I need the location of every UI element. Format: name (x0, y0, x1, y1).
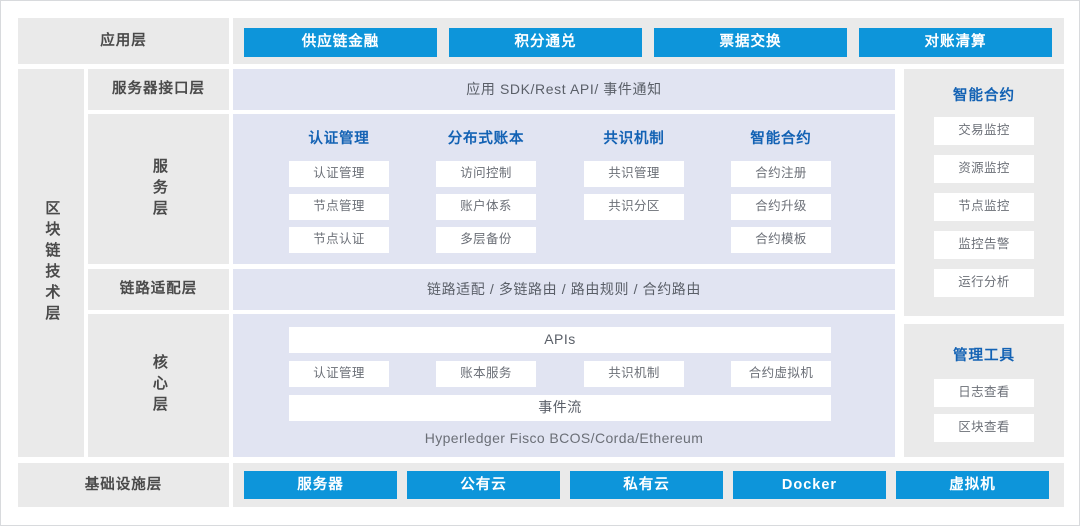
app-button-supply-chain-finance[interactable]: 供应链金融 (244, 28, 437, 57)
link-adaptation-band: 链路适配 / 多链路由 / 路由规则 / 合约路由 (233, 269, 895, 310)
service-layer-label: 服务层 (150, 157, 168, 221)
core-chip[interactable]: 认证管理 (289, 361, 389, 387)
side-panel-item[interactable]: 运行分析 (934, 269, 1034, 297)
side-panel-smart-contract-head: 智能合约 (953, 87, 1015, 104)
application-layer-label: 应用层 (100, 32, 147, 49)
infra-button-label: 服务器 (297, 476, 344, 493)
core-chip[interactable]: 账本服务 (436, 361, 536, 387)
service-chip[interactable]: 合约模板 (731, 227, 831, 253)
server-interface-band: 应用 SDK/Rest API/ 事件通知 (233, 69, 895, 110)
infra-button-label: 公有云 (460, 476, 507, 493)
core-layer-label-cell: 核心层 (88, 314, 229, 457)
infra-button-public-cloud[interactable]: 公有云 (407, 471, 560, 499)
app-button-reconciliation-settlement[interactable]: 对账清算 (859, 28, 1052, 57)
infra-button-label: Docker (781, 476, 838, 493)
core-event-stream-bar[interactable]: 事件流 (289, 395, 831, 421)
service-chip[interactable]: 共识分区 (584, 194, 684, 220)
link-adaptation-layer-label-cell: 链路适配层 (88, 269, 229, 310)
service-chip[interactable]: 账户体系 (436, 194, 536, 220)
service-chip[interactable]: 节点管理 (289, 194, 389, 220)
app-button-label: 对账清算 (924, 34, 987, 51)
server-interface-band-text: 应用 SDK/Rest API/ 事件通知 (466, 80, 662, 97)
service-layer-label-cell: 服务层 (88, 114, 229, 264)
side-panel-management-tools-head: 管理工具 (953, 347, 1015, 364)
side-panel-item[interactable]: 节点监控 (934, 193, 1034, 221)
side-panel-item[interactable]: 区块查看 (934, 414, 1034, 442)
service-chip[interactable]: 合约升级 (731, 194, 831, 220)
link-adaptation-layer-label: 链路适配层 (119, 281, 198, 298)
service-chip[interactable]: 访问控制 (436, 161, 536, 187)
infra-button-label: 虚拟机 (949, 476, 996, 493)
server-interface-layer-label: 服务器接口层 (112, 81, 205, 98)
app-button-points-exchange[interactable]: 积分通兑 (449, 28, 642, 57)
application-layer-label-cell: 应用层 (18, 18, 229, 64)
app-button-label: 积分通兑 (514, 34, 577, 51)
core-chip[interactable]: 合约虚拟机 (731, 361, 831, 387)
side-panel-item[interactable]: 日志查看 (934, 379, 1034, 407)
blockchain-tech-layer-spine: 区块链技术层 (18, 69, 84, 457)
infra-button-virtual-machine[interactable]: 虚拟机 (896, 471, 1049, 499)
side-panel-item[interactable]: 监控告警 (934, 231, 1034, 259)
service-chip[interactable]: 认证管理 (289, 161, 389, 187)
service-chip[interactable]: 多层备份 (436, 227, 536, 253)
service-column-head-consensus: 共识机制 (603, 130, 665, 147)
service-column-head-contract: 智能合约 (750, 130, 812, 147)
app-button-label: 票据交换 (719, 34, 782, 51)
core-chip[interactable]: 共识机制 (584, 361, 684, 387)
core-footer-text: Hyperledger Fisco BCOS/Corda/Ethereum (424, 430, 704, 447)
link-adaptation-band-text: 链路适配 / 多链路由 / 路由规则 / 合约路由 (426, 280, 701, 297)
core-footer-text-row: Hyperledger Fisco BCOS/Corda/Ethereum (233, 426, 895, 452)
service-column-head-auth: 认证管理 (308, 130, 370, 147)
infra-button-label: 私有云 (623, 476, 670, 493)
server-interface-layer-label-cell: 服务器接口层 (88, 69, 229, 110)
infra-button-private-cloud[interactable]: 私有云 (570, 471, 723, 499)
service-column-head-ledger: 分布式账本 (447, 130, 525, 147)
core-apis-bar[interactable]: APIs (289, 327, 831, 353)
blockchain-tech-layer-label: 区块链技术层 (43, 200, 61, 326)
side-panel-item[interactable]: 交易监控 (934, 117, 1034, 145)
side-panel-item[interactable]: 资源监控 (934, 155, 1034, 183)
infra-button-docker[interactable]: Docker (733, 471, 886, 499)
core-layer-label: 核心层 (150, 354, 168, 417)
service-chip[interactable]: 节点认证 (289, 227, 389, 253)
app-button-label: 供应链金融 (301, 34, 380, 51)
infrastructure-layer-label: 基础设施层 (84, 476, 163, 493)
service-chip[interactable]: 合约注册 (731, 161, 831, 187)
service-chip[interactable]: 共识管理 (584, 161, 684, 187)
infra-button-server[interactable]: 服务器 (244, 471, 397, 499)
infrastructure-layer-label-cell: 基础设施层 (18, 463, 229, 507)
app-button-bill-exchange[interactable]: 票据交换 (654, 28, 847, 57)
